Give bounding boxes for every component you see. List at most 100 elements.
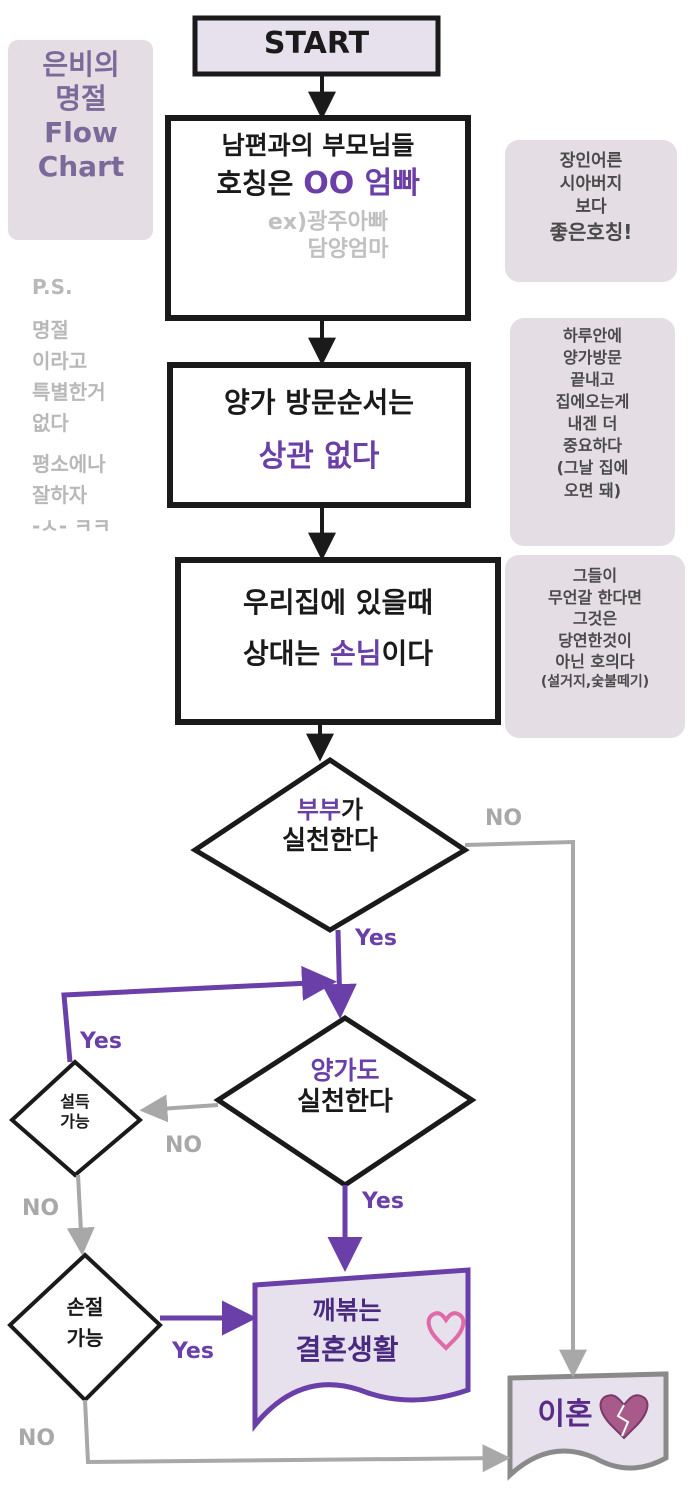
end-divorce-text: 이혼 — [537, 1397, 593, 1432]
box3-line-2b: 손님 — [329, 637, 382, 670]
diamond3-line-1: 설득 — [60, 1092, 90, 1111]
note-line: 오면 돼) — [563, 480, 622, 500]
diamond2-line-1: 양가도 — [310, 1056, 380, 1085]
chart-title: 은비의 명절 Flow Chart — [12, 48, 150, 185]
diamond2-text: 양가도 실천한다 — [250, 1055, 440, 1119]
box1-line-3: ex)광주아빠 — [267, 209, 389, 235]
box1-text: 남편과의 부모님들 호칭은 OO 엄빠 ex)광주아빠 담양엄마 — [172, 130, 464, 264]
decision-diamond-couple — [190, 756, 470, 933]
note-line: 하루안에 — [563, 326, 622, 345]
end-happy-line-2: 결혼생활 — [295, 1333, 399, 1367]
box1-line-2: 호칭은 OO 엄빠 — [172, 165, 464, 203]
note-2: 하루안에 양가방문 끝내고 집에오는게 내겐 더 중요하다 (그날 집에 오면 … — [510, 325, 675, 502]
label-no-families: NO — [165, 1133, 203, 1158]
note-1: 장인어른 시아버지 보다 좋은호칭! — [505, 150, 677, 246]
ps-line: 잘하자 — [32, 483, 88, 507]
label-no-cutoff: NO — [18, 1426, 56, 1451]
diamond3-line-2: 가능 — [60, 1112, 90, 1131]
title-background — [8, 40, 153, 240]
note-line: 중요하다 — [563, 436, 622, 456]
box2-line-2: 상관 없다 — [258, 439, 380, 474]
start-label: START — [263, 26, 370, 61]
arrow-no-families — [139, 1094, 219, 1123]
diamond1-line-1a: 부부 — [296, 796, 342, 824]
title-line-3: Flow — [44, 116, 118, 150]
title-line-1: 은비의 — [42, 48, 120, 81]
end-happy-text: 깨볶는 결혼생활 — [262, 1295, 432, 1367]
note-line: 무언갈 한다면 — [548, 587, 642, 607]
ps-label: P.S. — [32, 275, 73, 299]
end-happy-shape — [252, 1267, 471, 1432]
arrow-no-cutoff — [83, 1399, 511, 1473]
box2-text: 양가 방문순서는 상관 없다 — [174, 385, 464, 476]
note-line: 장인어른 — [559, 151, 623, 171]
diamond4-line-1: 손절 — [66, 1295, 104, 1319]
note-line: 끝내고 — [570, 370, 615, 390]
diamond1-line-1: 부부가 — [230, 795, 430, 825]
box3-line-2a: 상대는 — [242, 637, 330, 670]
label-yes-couple: Yes — [355, 926, 397, 951]
ps-line: 없다 — [32, 411, 69, 435]
diamond1-text: 부부가 실천한다 — [230, 795, 430, 858]
diamond4-line-2: 가능 — [66, 1326, 104, 1350]
label-yes-cutoff: Yes — [172, 1339, 214, 1364]
note2-background — [510, 318, 675, 546]
box3-line-1: 우리집에 있을때 — [242, 586, 434, 619]
start-box — [192, 15, 441, 77]
end-happy-line-1: 깨볶는 — [312, 1296, 382, 1325]
note-line: (설거지,숯불떼기) — [540, 673, 650, 690]
ps-line: 특별한거 — [32, 380, 106, 404]
note-line: 그것은 — [572, 609, 618, 629]
note-3: 그들이 무언갈 한다면 그것은 당연한것이 아닌 호의다 (설거지,숯불떼기) — [505, 565, 685, 692]
label-yes-persuade: Yes — [80, 1029, 122, 1054]
heart-icon-happy — [426, 1311, 466, 1351]
broken-heart-icon — [599, 1394, 649, 1440]
box1-line-2b: OO 엄빠 — [303, 166, 420, 202]
end-divorce-shape — [507, 1371, 669, 1481]
note-line: 보다 — [575, 196, 607, 217]
note-line: 시아버지 — [559, 173, 623, 194]
title-line-2: 명절 — [55, 82, 107, 116]
box1-line-4: 담양엄마 — [307, 237, 389, 263]
diamond2-line-2: 실천한다 — [297, 1087, 393, 1118]
note-line: 내겐 더 — [567, 414, 618, 434]
note-line: 좋은호칭! — [549, 219, 633, 244]
arrow-no-couple — [464, 839, 587, 1378]
box2-line-1: 양가 방문순서는 — [223, 386, 415, 419]
box1-line-1: 남편과의 부모님들 — [221, 131, 415, 160]
diamond1-line-1b: 가 — [341, 796, 364, 824]
process-box-2 — [167, 362, 471, 508]
box1-line-2a: 호칭은 — [216, 167, 304, 201]
title-line-4: Chart — [37, 150, 125, 184]
note-line: 당연한것이 — [558, 630, 632, 650]
diamond1-line-2: 실천한다 — [282, 826, 378, 856]
box3-line-2c: 이다 — [381, 637, 434, 670]
label-no-couple: NO — [485, 806, 523, 831]
note-line: 집에오는게 — [555, 392, 630, 412]
arrow-yes-couple — [321, 929, 357, 1019]
note-line: 양가방문 — [563, 348, 622, 368]
label-no-persuade: NO — [22, 1196, 60, 1221]
box3-text: 우리집에 있을때 상대는 손님이다 — [182, 585, 494, 671]
diamond3-text: 설득 가능 — [30, 1092, 120, 1132]
process-box-3 — [175, 557, 501, 725]
ps-note: P.S. 명절 이라고 특별한거 없다 평소에나 잘하자 -ㅅ- ㅋㅋ — [32, 272, 152, 542]
box3-line-2: 상대는 손님이다 — [182, 636, 494, 671]
note-line: 아닌 호의다 — [555, 652, 635, 672]
note3-background — [505, 555, 685, 738]
ps-line: 평소에나 — [32, 452, 106, 476]
arrow-yes-persuade — [61, 965, 337, 1063]
note-line: 그들이 — [572, 566, 618, 585]
note-line: (그날 집에 — [556, 458, 629, 478]
ps-line: -ㅅ- ㅋㅋ — [32, 514, 111, 538]
process-box-1 — [165, 115, 471, 321]
decision-diamond-persuade — [9, 1059, 144, 1178]
diamond4-text: 손절 가능 — [30, 1295, 140, 1351]
arrow-no-persuade — [66, 1174, 95, 1256]
heart-crack-icon — [616, 1404, 630, 1437]
ps-line: 이라고 — [32, 349, 88, 373]
note1-background — [505, 140, 677, 282]
label-yes-families: Yes — [362, 1189, 404, 1214]
